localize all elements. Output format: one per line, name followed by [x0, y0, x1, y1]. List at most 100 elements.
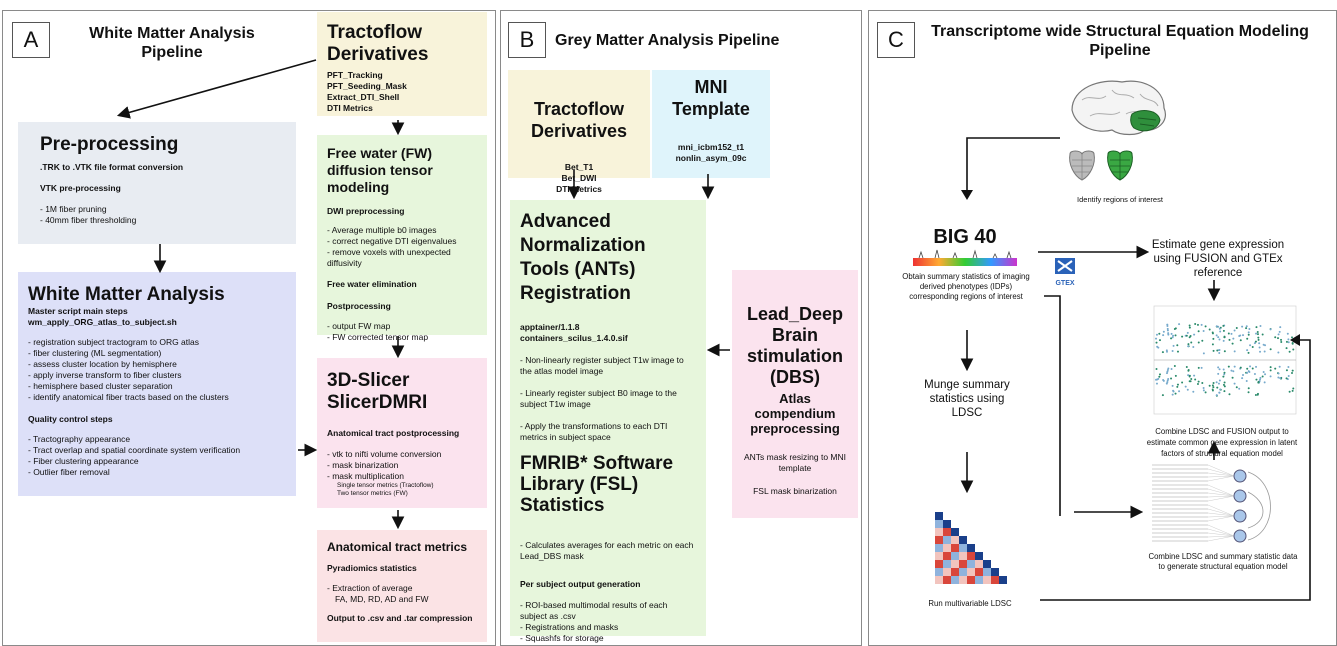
dbs-item: ANTs mask resizing to MNI template: [743, 452, 847, 473]
fsl-title: FMRIB* Software Library (FSL) Statistics: [520, 453, 674, 516]
sem-path: [1207, 512, 1235, 517]
manhattan-point: [1239, 339, 1242, 342]
preproc-line: VTK pre-processing: [40, 183, 121, 193]
manhattan-point: [1208, 384, 1211, 387]
manhattan-point: [1292, 348, 1295, 351]
manhattan-point: [1166, 369, 1169, 372]
mni-item: mni_icbm152_t1: [677, 142, 745, 152]
manhattan-point: [1223, 381, 1226, 384]
qc-item: - Tract overlap and spatial coordinate s…: [28, 445, 241, 455]
manhattan-point: [1217, 372, 1220, 375]
manhattan-point: [1287, 338, 1290, 341]
heatmap-cell: [967, 576, 975, 584]
manhattan-point: [1288, 390, 1291, 393]
manhattan-point: [1277, 372, 1280, 375]
manhattan-point: [1230, 332, 1233, 335]
manhattan-point: [1194, 323, 1197, 326]
slicer-box: 3D-Slicer SlicerDMRI Anatomical tract po…: [317, 358, 487, 508]
manhattan-point: [1165, 382, 1168, 385]
manhattan-point: [1287, 366, 1290, 369]
output-item: - Squashfs for storage: [520, 633, 604, 643]
panel-a-title: White Matter Analysis Pipeline: [89, 25, 255, 61]
manhattan-point: [1291, 369, 1294, 372]
heatmap-cell: [967, 544, 975, 552]
wma-sub: Master script main steps: [28, 306, 128, 316]
manhattan-point: [1187, 345, 1190, 348]
manhattan-point: [1259, 350, 1262, 353]
manhattan-point: [1239, 366, 1242, 369]
qc-item: - Outlier fiber removal: [28, 467, 110, 477]
manhattan-point: [1255, 332, 1258, 335]
heatmap-cell: [951, 528, 959, 536]
wma-sub: wm_apply_ORG_atlas_to_subject.sh: [28, 317, 177, 327]
manhattan-point: [1277, 376, 1280, 379]
manhattan-point: [1216, 386, 1219, 389]
manhattan-point: [1162, 334, 1165, 337]
free-water-box: Free water (FW) diffusion tensor modelin…: [317, 135, 487, 342]
panel-c-label: C: [877, 22, 915, 58]
ants-item: - Non-linearly register subject T1w imag…: [520, 355, 684, 376]
manhattan-point: [1222, 368, 1225, 371]
qc-title: Quality control steps: [28, 414, 113, 424]
manhattan-point: [1264, 373, 1267, 376]
manhattan-point: [1274, 367, 1277, 370]
estimate-text: Estimate gene expression using FUSION an…: [1151, 239, 1285, 279]
manhattan-point: [1167, 333, 1170, 336]
dbs-sub: Atlas compendium preprocessing: [750, 391, 840, 436]
manhattan-point: [1188, 324, 1191, 327]
manhattan-point: [1161, 394, 1164, 397]
manhattan-point: [1227, 332, 1230, 335]
manhattan-point: [1211, 343, 1214, 346]
manhattan-point: [1165, 372, 1168, 375]
manhattan-point: [1251, 345, 1254, 348]
manhattan-point: [1246, 337, 1249, 340]
sem-path: [1207, 492, 1235, 497]
tracto-b-item: Bet_DWI: [561, 173, 597, 183]
slicer-item: - mask multiplication: [327, 471, 404, 481]
manhattan-point: [1263, 381, 1266, 384]
manhattan-point: [1215, 381, 1218, 384]
white-matter-analysis-box: White Matter Analysis Master script main…: [18, 272, 296, 496]
manhattan-point: [1166, 370, 1169, 373]
heatmap-cell: [959, 544, 967, 552]
slicer-title: 3D-Slicer SlicerDMRI: [327, 370, 428, 413]
manhattan-point: [1223, 336, 1226, 339]
heatmap-cell: [951, 544, 959, 552]
sem-diagram: [1152, 464, 1271, 543]
mni-box: MNI Template mni_icbm152_t1 nonlin_asym_…: [652, 70, 770, 178]
manhattan-point: [1218, 391, 1221, 394]
manhattan-point: [1193, 374, 1196, 377]
manhattan-point: [1256, 392, 1259, 395]
panel-b-title: Grey Matter Analysis Pipeline: [555, 32, 780, 49]
manhattan-point: [1172, 389, 1175, 392]
manhattan-point: [1277, 337, 1280, 340]
manhattan-point: [1202, 389, 1205, 392]
heatmap-cell: [951, 536, 959, 544]
manhattan-point: [1158, 375, 1161, 378]
manhattan-point: [1256, 331, 1259, 334]
manhattan-point: [1155, 378, 1158, 381]
manhattan-point: [1197, 366, 1200, 369]
sem-path: [1207, 488, 1235, 497]
slicer-item: - mask binarization: [327, 460, 399, 470]
heatmap-cell: [943, 560, 951, 568]
heatmap-cell: [935, 536, 943, 544]
manhattan-point: [1253, 373, 1256, 376]
manhattan-point: [1174, 327, 1177, 330]
output-item: - Registrations and masks: [520, 622, 619, 632]
manhattan-point: [1247, 333, 1250, 336]
mni-item: nonlin_asym_09c: [675, 153, 747, 163]
manhattan-point: [1155, 333, 1158, 336]
manhattan-point: [1242, 334, 1245, 337]
manhattan-point: [1211, 389, 1214, 392]
manhattan-point: [1176, 385, 1179, 388]
wma-item: - fiber clustering (ML segmentation): [28, 348, 162, 358]
manhattan-point: [1247, 387, 1250, 390]
wma-item: - assess cluster location by hemisphere: [28, 359, 177, 369]
manhattan-point: [1233, 350, 1236, 353]
manhattan-point: [1188, 326, 1191, 329]
manhattan-point: [1193, 333, 1196, 336]
manhattan-points: [1155, 323, 1295, 397]
heatmap-cell: [943, 536, 951, 544]
dbs-title: Lead_Deep Brain stimulation (DBS): [746, 304, 844, 387]
